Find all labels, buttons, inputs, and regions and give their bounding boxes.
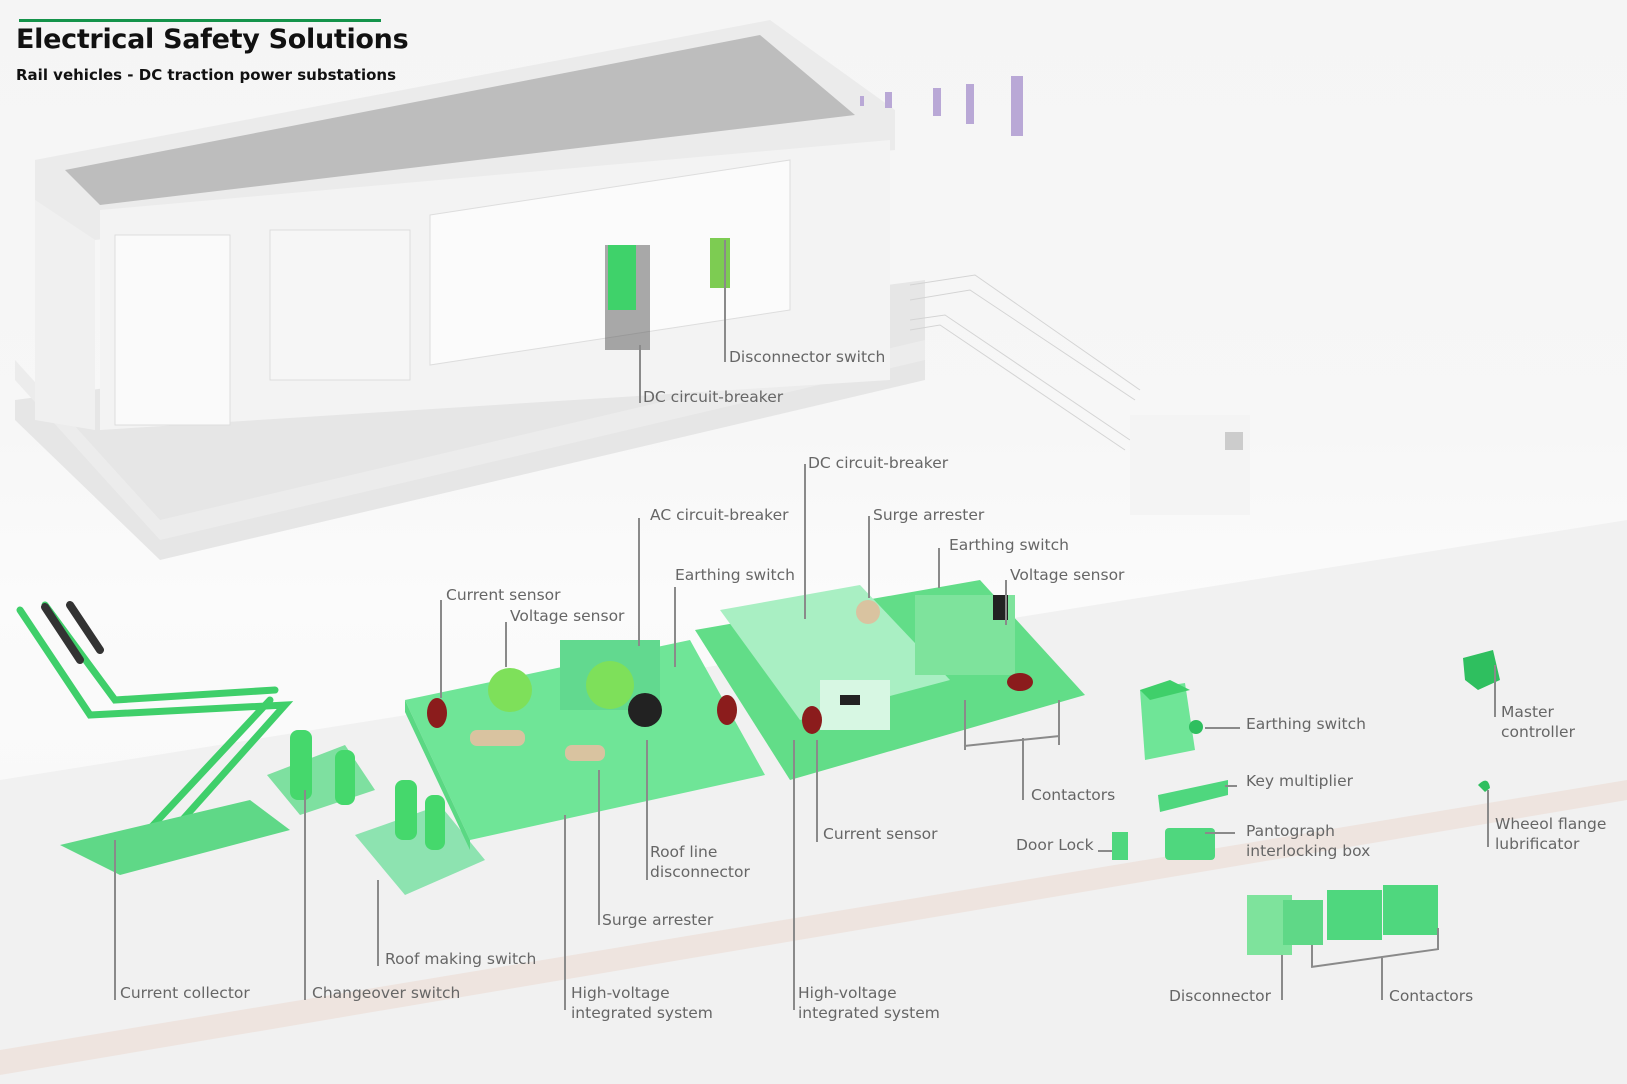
leader-line (1205, 832, 1235, 834)
leader-line (1005, 580, 1007, 625)
leader-line (638, 518, 640, 646)
leader-line (793, 740, 795, 1010)
label-substation-dc-circuit-breaker[interactable]: DC circuit-breaker (643, 388, 784, 406)
leader-line (646, 740, 648, 880)
bracket-line (964, 700, 966, 750)
label-dc-circuit-breaker[interactable]: DC circuit-breaker (808, 454, 949, 472)
label-disconnector[interactable]: Disconnector (1169, 987, 1271, 1005)
leader-line (1281, 955, 1283, 1000)
label-ac-circuit-breaker[interactable]: AC circuit-breaker (650, 506, 789, 524)
label-master-controller-line2[interactable]: controller (1501, 723, 1575, 741)
label-changeover-switch[interactable]: Changeover switch (312, 984, 461, 1002)
label-pantograph-line1[interactable]: Pantograph (1246, 822, 1335, 840)
label-roof-making-switch[interactable]: Roof making switch (385, 950, 537, 968)
leader-line (1098, 850, 1112, 852)
bracket-line (1311, 945, 1313, 967)
leader-line (564, 815, 566, 1010)
leader-line (505, 622, 507, 667)
label-hv-system-1-line1[interactable]: High-voltage (571, 984, 670, 1002)
label-voltage-sensor-1[interactable]: Voltage sensor (510, 607, 625, 625)
label-roof-line-disconnector-line1[interactable]: Roof line (650, 843, 718, 861)
leader-line (1225, 785, 1237, 787)
label-pantograph-line2[interactable]: interlocking box (1246, 842, 1371, 860)
changeover-switch-illustration (267, 730, 375, 815)
page-title: Electrical Safety Solutions (16, 24, 409, 55)
hv-integrated-system-1-illustration (405, 640, 765, 850)
label-hv-system-2-line2[interactable]: integrated system (798, 1004, 940, 1022)
label-wheel-flange-line2[interactable]: lubrificator (1495, 835, 1580, 853)
key-multiplier-illustration (1158, 780, 1228, 812)
label-surge-arrester-1[interactable]: Surge arrester (602, 911, 714, 929)
label-roof-line-disconnector-line2[interactable]: disconnector (650, 863, 750, 881)
label-wheel-flange-line1[interactable]: Wheeol flange (1495, 815, 1607, 833)
label-voltage-sensor-2[interactable]: Voltage sensor (1010, 566, 1125, 584)
leader-line (804, 464, 806, 619)
trackside-cabinet (1130, 415, 1250, 515)
leader-line (816, 740, 818, 842)
label-contactors-1[interactable]: Contactors (1031, 786, 1116, 804)
title-accent-bar (19, 19, 381, 22)
leader-line (1205, 727, 1240, 729)
leader-line (598, 770, 600, 925)
leader-line (868, 516, 870, 598)
hv-integrated-system-2-illustration (695, 580, 1085, 780)
label-hv-system-2-line1[interactable]: High-voltage (798, 984, 897, 1002)
cabinet-vent (1225, 432, 1243, 450)
pantograph-interlocking-box-illustration (1165, 828, 1215, 860)
bracket-line (1058, 700, 1060, 745)
leader-line (440, 600, 442, 698)
bracket-line (1437, 928, 1439, 950)
master-controller-illustration (1463, 650, 1500, 690)
label-current-collector[interactable]: Current collector (120, 984, 250, 1002)
disconnector-contactors-illustration (1247, 885, 1438, 955)
leader-line (1487, 790, 1489, 847)
wireless-signal-icon (860, 76, 1023, 136)
leader-line (938, 548, 940, 588)
pantograph-base (60, 800, 290, 875)
leader-line (114, 840, 116, 1000)
earthing-switch-illustration (1140, 680, 1203, 760)
label-current-sensor-2[interactable]: Current sensor (823, 825, 938, 843)
label-disconnector-switch[interactable]: Disconnector switch (729, 348, 886, 366)
leader-line (724, 240, 726, 362)
leader-line (304, 790, 306, 1000)
label-earthing-switch-1[interactable]: Earthing switch (675, 566, 795, 584)
leader-line (1022, 738, 1024, 800)
substation-building (15, 20, 925, 560)
label-door-lock[interactable]: Door Lock (1016, 836, 1094, 854)
roof-making-switch-illustration (355, 780, 485, 895)
cables (909, 274, 1141, 451)
leader-line (1381, 958, 1383, 1000)
label-current-sensor-1[interactable]: Current sensor (446, 586, 561, 604)
page-subtitle: Rail vehicles - DC traction power substa… (16, 66, 397, 84)
label-earthing-switch-3[interactable]: Earthing switch (1246, 715, 1366, 733)
label-hv-system-1-line2[interactable]: integrated system (571, 1004, 713, 1022)
label-surge-arrester-2[interactable]: Surge arrester (873, 506, 985, 524)
label-contactors-2[interactable]: Contactors (1389, 987, 1474, 1005)
door-lock-illustration (1112, 832, 1128, 860)
wheel-flange-lubricator-illustration (1478, 780, 1490, 792)
leader-line (1494, 665, 1496, 717)
label-key-multiplier[interactable]: Key multiplier (1246, 772, 1354, 790)
leader-line (674, 587, 676, 667)
label-earthing-switch-2[interactable]: Earthing switch (949, 536, 1069, 554)
leader-line (377, 880, 379, 966)
train-body (0, 520, 1627, 1084)
label-master-controller-line1[interactable]: Master (1501, 703, 1554, 721)
leader-line (639, 345, 641, 403)
